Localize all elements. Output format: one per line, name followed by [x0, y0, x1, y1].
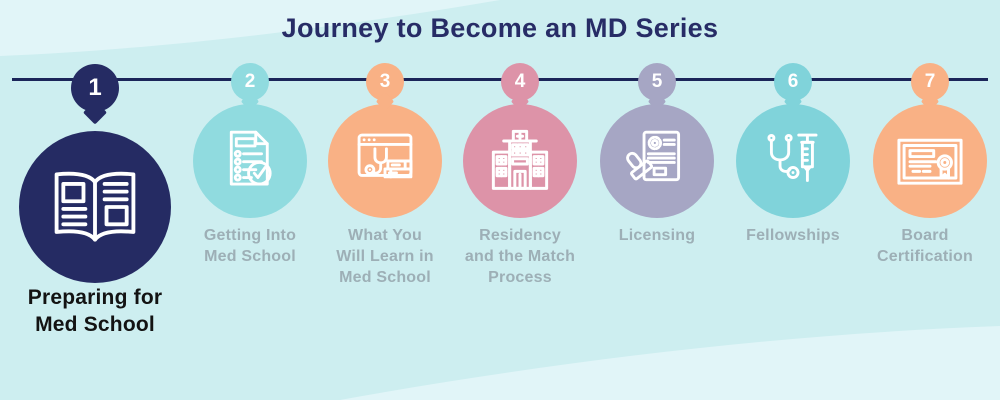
open-book-icon [54, 171, 136, 242]
step-number: 2 [244, 71, 256, 92]
step-label: Preparing for Med School [27, 286, 163, 337]
step-number-pin: 2 [231, 63, 269, 101]
step-label: Board Certification [877, 227, 973, 265]
step-number-pin: 3 [366, 63, 404, 101]
step-number-pin: 7 [911, 63, 949, 101]
bottom-wave [340, 326, 1000, 400]
step-number: 7 [924, 71, 936, 92]
step-icon-circle [736, 104, 850, 218]
checklist-icon [229, 130, 272, 186]
step-number-pin: 5 [638, 63, 676, 101]
step-number: 1 [88, 74, 102, 101]
certificate-icon [897, 138, 963, 185]
step-number: 5 [651, 71, 663, 92]
step-label: Getting Into Med School [203, 227, 297, 265]
step-number-pin: 4 [501, 63, 539, 101]
step-icon-circle [873, 104, 987, 218]
step-label: Fellowships [746, 227, 840, 244]
step-icon-circle [193, 104, 307, 218]
page-title: Journey to Become an MD Series [281, 13, 719, 43]
online-learning-icon [357, 133, 413, 179]
step-label: Licensing [618, 227, 696, 244]
step-icon-circle [463, 104, 577, 218]
step-number: 6 [787, 71, 799, 92]
step-label: Residency and the Match Process [464, 227, 576, 286]
step-number: 4 [514, 71, 526, 92]
stethoscope-syringe-icon [767, 133, 818, 182]
hospital-icon [491, 129, 549, 190]
step-icon-circle [19, 131, 171, 283]
step-number: 3 [379, 71, 391, 92]
license-stamp-icon [626, 130, 681, 182]
step-number-pin: 1 [71, 64, 119, 112]
step-icon-circle [328, 104, 442, 218]
top-wave [0, 0, 500, 56]
step-icon-circle [600, 104, 714, 218]
step-label: What You Will Learn in Med School [336, 227, 434, 286]
timeline-line [12, 78, 988, 81]
step-number-pin: 6 [774, 63, 812, 101]
